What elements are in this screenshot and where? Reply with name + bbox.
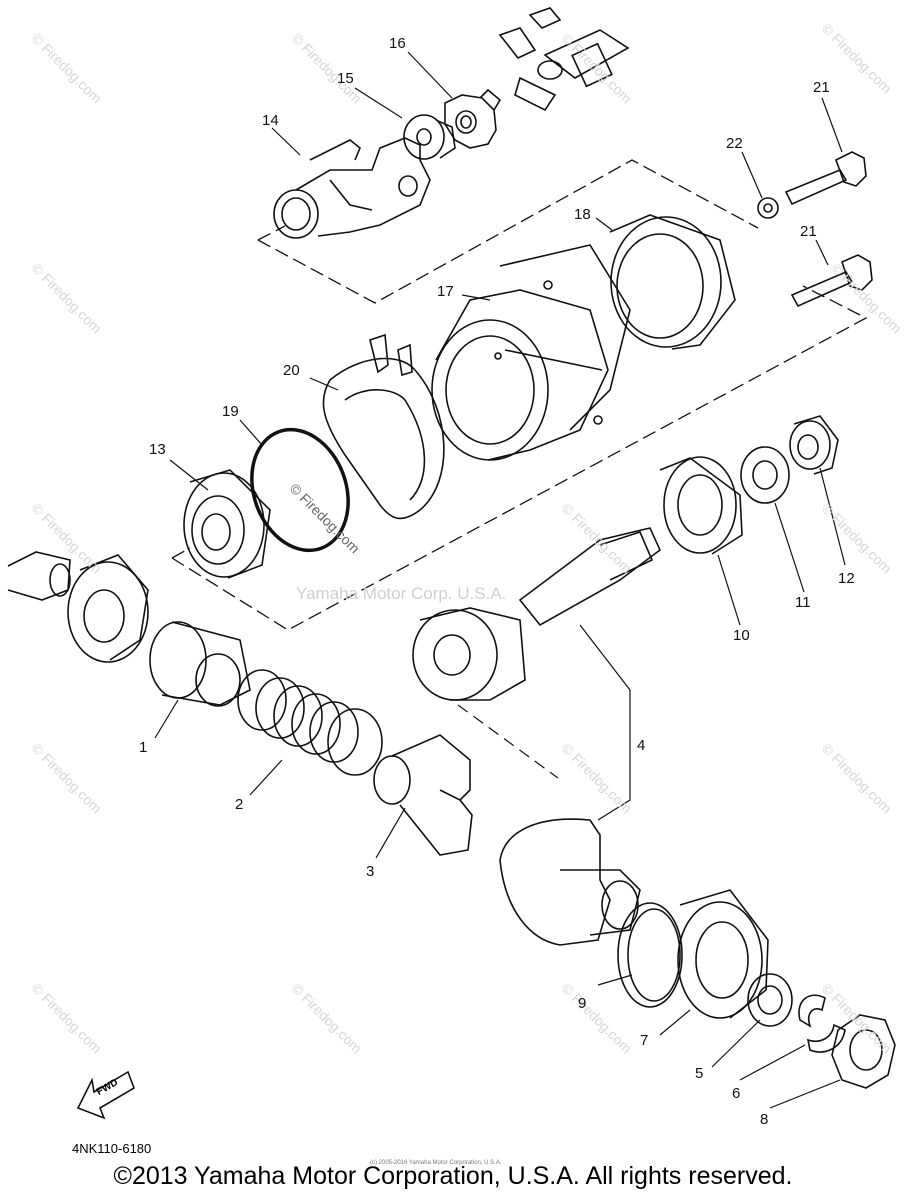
part-11-washer — [740, 446, 790, 504]
callout-13: 13 — [149, 441, 166, 458]
callout-2: 2 — [235, 796, 244, 813]
part-16-nut — [444, 88, 502, 149]
part-5-washer — [747, 973, 793, 1027]
part-7-bearing — [677, 889, 769, 1019]
part-14-yoke — [273, 137, 431, 239]
ring-gear — [499, 818, 641, 946]
copyright-notice: ©2013 Yamaha Motor Corporation, U.S.A. A… — [113, 1162, 793, 1190]
callout-17: 17 — [437, 283, 454, 300]
part-19-o-ring[interactable] — [236, 416, 365, 564]
part-21-bolt-upper — [784, 151, 867, 206]
tiny-credit: (c) 2005-2016 Yamaha Motor Corporation, … — [370, 1160, 502, 1166]
upper-assembly-box — [257, 159, 759, 304]
leader-lines — [154, 51, 846, 1109]
callout-6: 6 — [732, 1085, 741, 1102]
callout-12: 12 — [838, 570, 855, 587]
middle-assembly-box — [171, 285, 868, 631]
diagram-code: 4NK110-6180 — [72, 1141, 152, 1156]
callout-21-upper: 21 — [813, 79, 830, 96]
callout-11: 11 — [795, 594, 811, 611]
part-3-coupling — [373, 734, 473, 856]
watermark-center: Yamaha Motor Corp. U.S.A. — [296, 584, 507, 603]
callout-10: 10 — [733, 627, 750, 644]
part-2-spring — [237, 669, 383, 776]
part-20-shim — [322, 333, 445, 520]
shaft-stub — [7, 551, 71, 601]
callout-5: 5 — [695, 1065, 704, 1082]
oil-seal-left — [67, 554, 149, 663]
callout-14: 14 — [262, 112, 279, 129]
callout-18: 18 — [574, 206, 591, 223]
part-6-lock-ring — [798, 994, 846, 1053]
part-17-bearing-housing — [431, 244, 631, 461]
callout-8: 8 — [760, 1111, 769, 1128]
part-18-housing-ring — [609, 214, 736, 350]
callout-9: 9 — [578, 995, 587, 1012]
part-9-shim — [617, 902, 683, 1008]
part-10-bearing — [659, 456, 743, 555]
universal-joint-cross — [498, 7, 630, 112]
part-22-washer — [757, 197, 779, 219]
callout-7: 7 — [640, 1032, 649, 1049]
callout-15: 15 — [337, 70, 354, 87]
part-8-nut — [831, 1014, 896, 1089]
part-12-seal — [789, 415, 839, 475]
callout-3: 3 — [366, 863, 375, 880]
fwd-arrow-icon — [76, 1070, 135, 1120]
part-21-bolt-lower — [790, 254, 873, 308]
callout-20: 20 — [283, 362, 300, 379]
callout-4: 4 — [637, 737, 646, 754]
part-1-sleeve — [149, 621, 251, 707]
callout-1: 1 — [139, 739, 148, 756]
callout-16: 16 — [389, 35, 406, 52]
part-15-washer — [403, 114, 456, 160]
part-4-pinion-shaft — [412, 527, 661, 701]
callout-22: 22 — [726, 135, 743, 152]
part-13-bearing — [183, 469, 271, 579]
callout-21-lower: 21 — [800, 223, 817, 240]
pinion-center-line — [457, 704, 559, 779]
callout-19: 19 — [222, 403, 239, 420]
